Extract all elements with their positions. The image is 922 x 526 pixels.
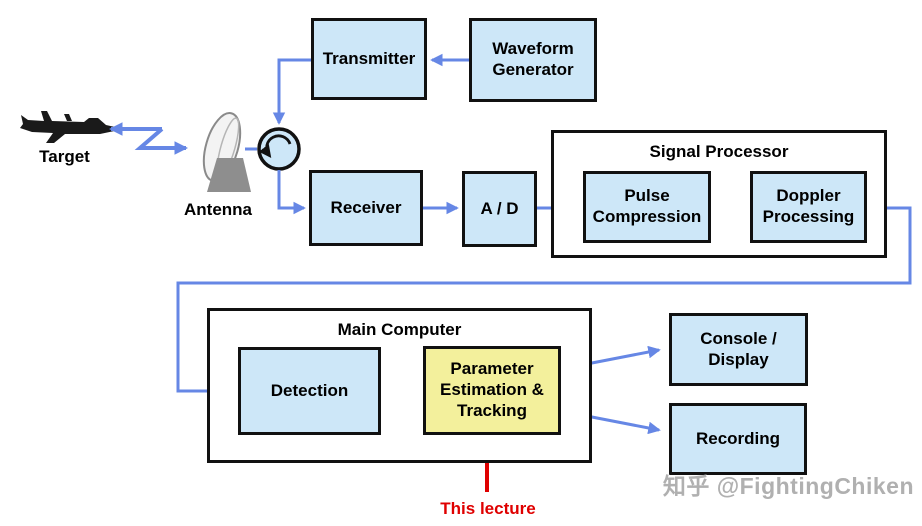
- main-computer-title: Main Computer: [337, 320, 462, 339]
- waveform-generator-block: Waveform Generator: [469, 18, 597, 102]
- parameter-estimation-block: Parameter Estimation & Tracking: [423, 346, 561, 435]
- target-label: Target: [39, 147, 90, 166]
- receiver-block: Receiver: [309, 170, 423, 246]
- recording-block: Recording: [669, 403, 807, 475]
- arrow-circulator-to-receiver: [277, 170, 306, 215]
- arrow-doppler-to-detection: [176, 206, 912, 398]
- dish-antenna-icon: [202, 112, 251, 192]
- this-lecture-label: This lecture: [440, 499, 536, 518]
- doppler-processing-block: Doppler Processing: [750, 171, 867, 243]
- fighter-jet-icon: [20, 111, 124, 143]
- circulator-icon: [257, 127, 301, 171]
- antenna-label: Antenna: [184, 200, 252, 219]
- transmitter-block: Transmitter: [311, 18, 427, 100]
- pulse-compression-block: Pulse Compression: [583, 171, 711, 243]
- arrow-target-to-antenna: [134, 127, 189, 155]
- ad-converter-block: A / D: [462, 171, 537, 247]
- console-display-block: Console / Display: [669, 313, 808, 386]
- detection-block: Detection: [238, 347, 381, 435]
- watermark-text: 知乎 @FightingChiken: [662, 473, 914, 499]
- arrow-transmitter-to-circulator: [272, 58, 311, 125]
- signal-processor-title: Signal Processor: [649, 142, 789, 161]
